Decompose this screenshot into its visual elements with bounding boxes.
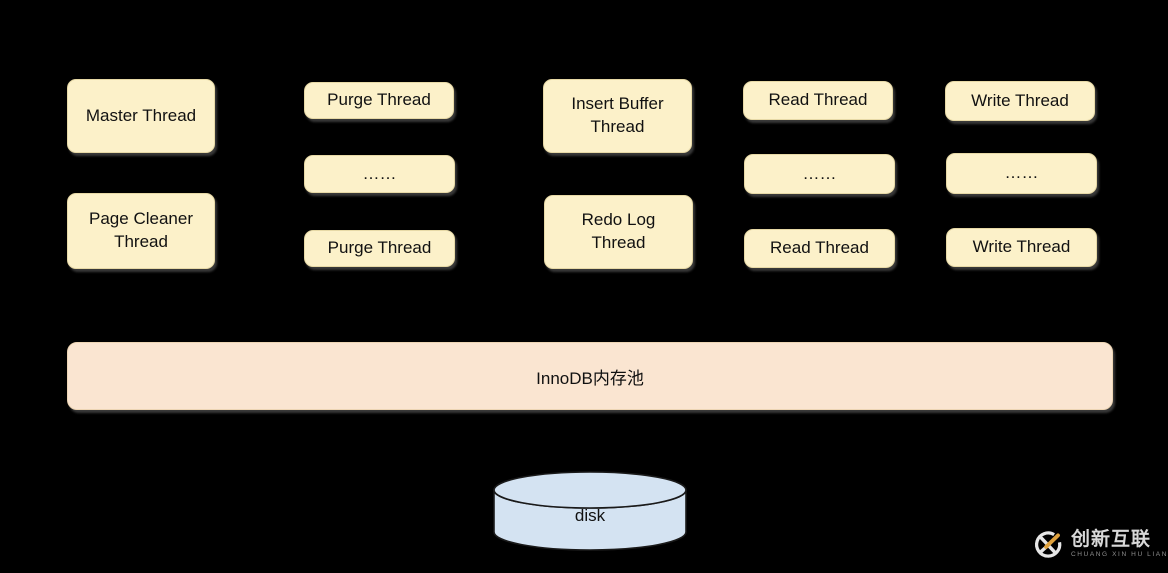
thread-box-insert-buffer: Insert Buffer Thread: [543, 79, 692, 153]
thread-box-purge-top: Purge Thread: [304, 82, 454, 119]
disk-cylinder-shape: [493, 471, 687, 551]
vendor-logo-subtitle: CHUANG XIN HU LIAN: [1070, 551, 1168, 559]
vendor-logo-icon: [1035, 530, 1062, 558]
thread-box-purge-top-label: Purge Thread: [327, 90, 431, 110]
thread-box-read-top: Read Thread: [743, 81, 893, 120]
thread-box-purge-ellipsis: ……: [304, 155, 455, 193]
thread-box-read-ellipsis-label: ……: [802, 163, 837, 183]
thread-box-purge-bottom-label: Purge Thread: [327, 238, 432, 258]
thread-box-read-ellipsis: ……: [744, 154, 895, 194]
vendor-logo: 创新互联 CHUANG XIN HU LIAN: [1031, 521, 1168, 568]
thread-box-redo-log: Redo Log Thread: [544, 195, 693, 269]
thread-box-write-bottom-label: Write Thread: [972, 237, 1071, 257]
thread-box-read-top-label: Read Thread: [768, 90, 868, 110]
thread-box-write-top-label: Write Thread: [971, 90, 1069, 110]
thread-box-master: Master Thread: [67, 79, 215, 153]
thread-box-write-bottom: Write Thread: [946, 228, 1097, 267]
thread-box-page-cleaner: Page Cleaner Thread: [67, 193, 215, 269]
thread-box-write-top: Write Thread: [945, 81, 1095, 121]
thread-box-write-ellipsis-label: ……: [1004, 163, 1039, 183]
thread-box-redo-log-label: Redo Log Thread: [581, 210, 656, 252]
thread-box-page-cleaner-label: Page Cleaner Thread: [89, 209, 193, 251]
thread-box-write-ellipsis: ……: [946, 153, 1097, 194]
thread-box-purge-ellipsis-label: ……: [362, 163, 397, 183]
thread-box-purge-bottom: Purge Thread: [304, 230, 455, 267]
disk-cylinder: disk: [492, 470, 688, 552]
thread-box-read-bottom: Read Thread: [744, 229, 895, 268]
thread-box-insert-buffer-label: Insert Buffer Thread: [571, 94, 664, 136]
vendor-logo-text: 创新互联 CHUANG XIN HU LIAN: [1071, 530, 1168, 559]
thread-box-master-label: Master Thread: [85, 105, 197, 125]
thread-box-read-bottom-label: Read Thread: [770, 238, 869, 258]
vendor-logo-title: 创新互联: [1070, 529, 1151, 551]
innodb-memory-pool-label: InnoDB内存池: [536, 368, 644, 388]
disk-label: disk: [574, 506, 606, 525]
innodb-memory-pool-box: InnoDB内存池: [67, 342, 1113, 410]
